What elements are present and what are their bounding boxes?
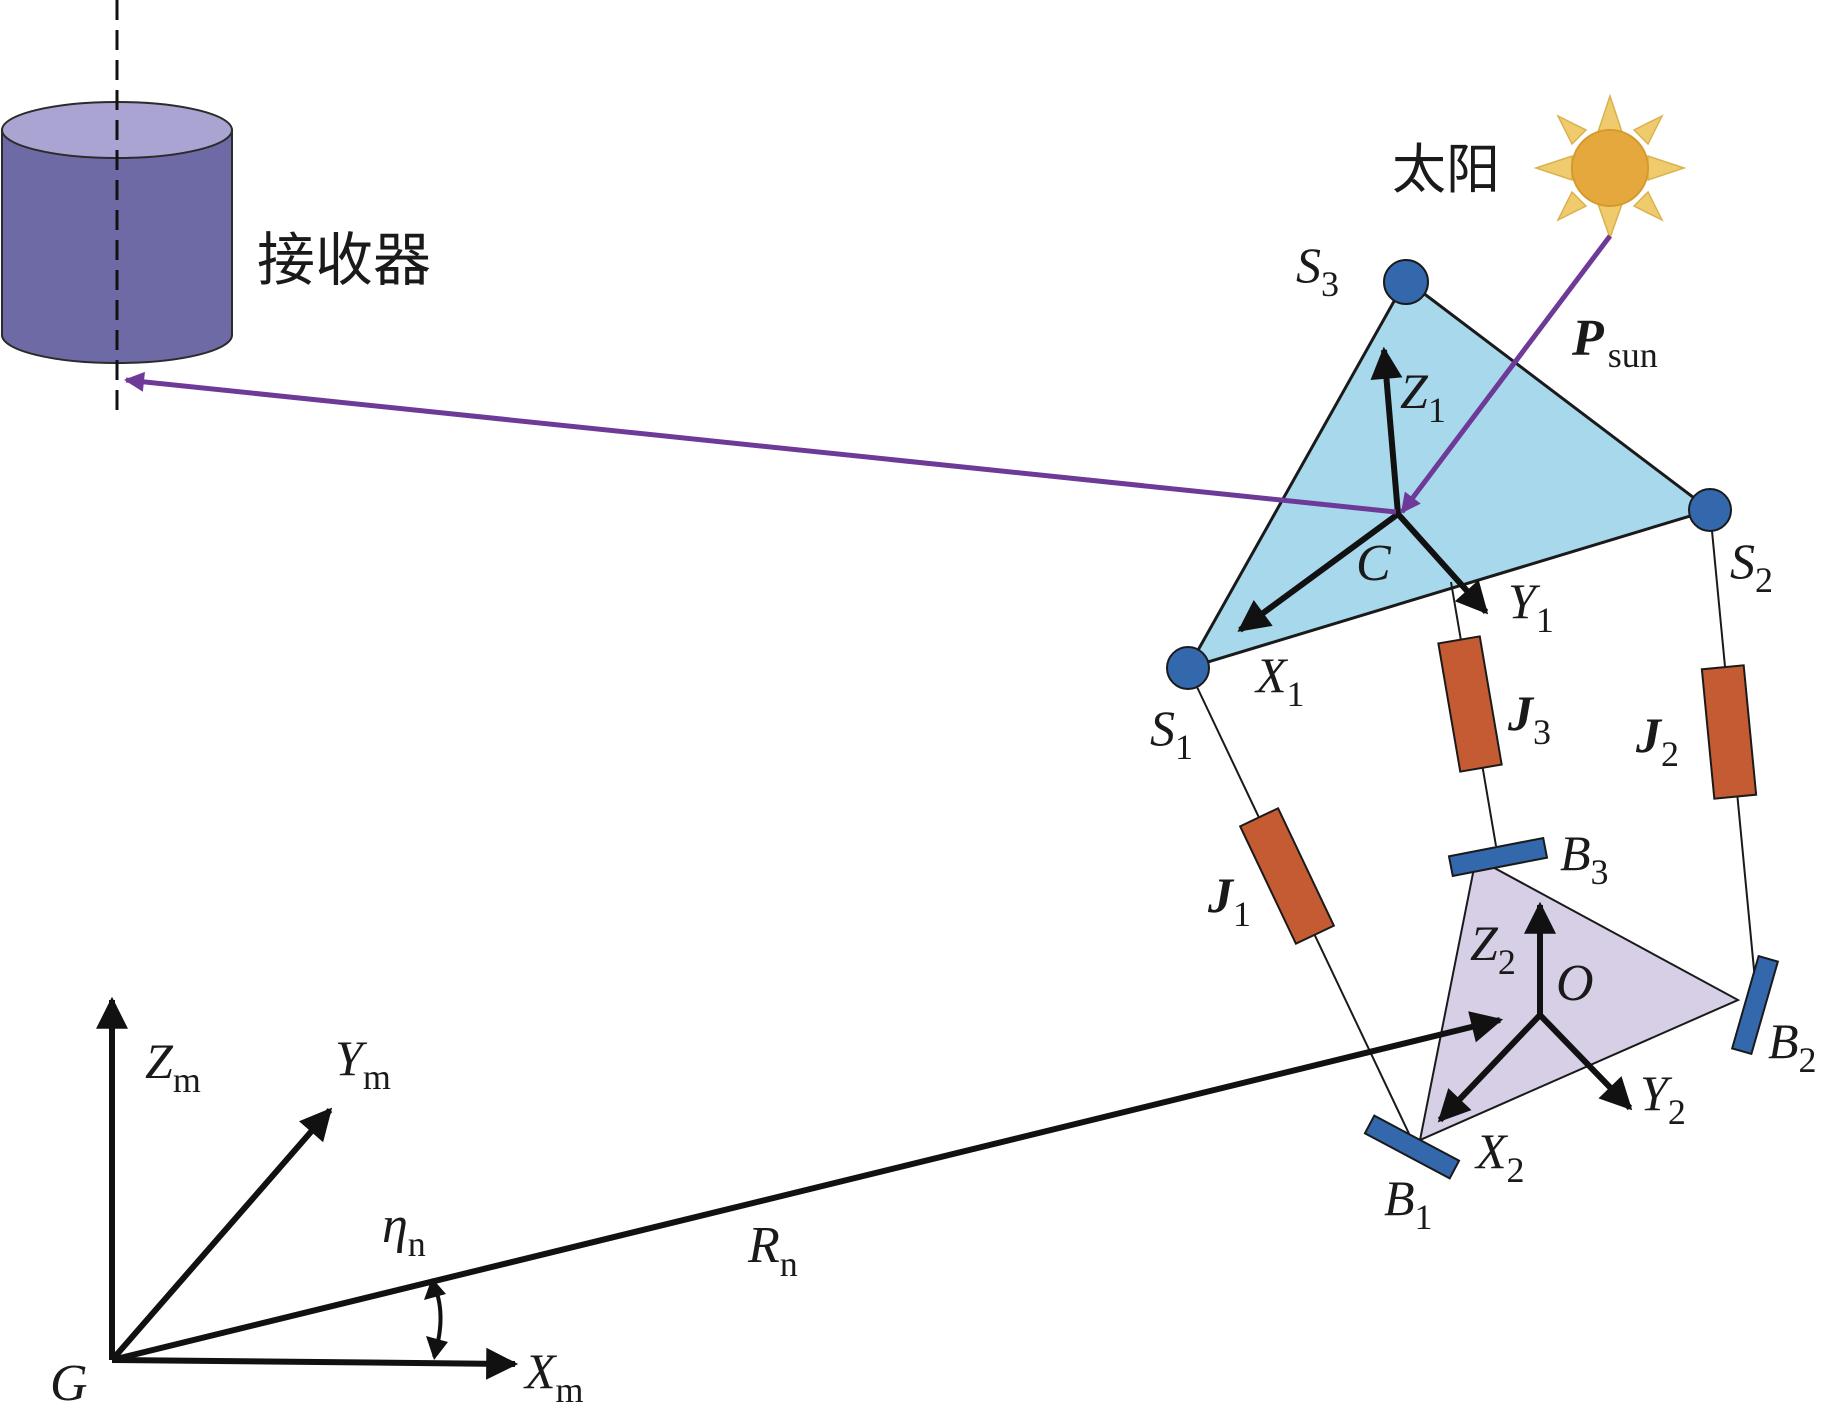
label-ym: Ym — [335, 1030, 391, 1097]
label-j3: J3 — [1507, 685, 1551, 752]
actuator-j2 — [1700, 664, 1758, 800]
bottom-platform — [1418, 856, 1741, 1142]
label-x1: X1 — [1254, 647, 1305, 714]
label-s2: S2 — [1730, 533, 1773, 600]
label-x2: X2 — [1474, 1123, 1525, 1190]
joint-s1 — [1166, 646, 1210, 690]
sun: 太阳 — [1392, 93, 1687, 241]
label-b1: B1 — [1384, 1170, 1433, 1237]
vector-rn — [111, 1011, 1504, 1363]
label-b3: B3 — [1560, 825, 1609, 892]
joint-s2 — [1688, 488, 1732, 532]
base-joints — [1363, 836, 1780, 1180]
actuator-j3 — [1437, 635, 1503, 773]
label-xm: Xm — [523, 1343, 584, 1410]
eta-arrow-top — [424, 1278, 446, 1300]
label-j2: J2 — [1635, 707, 1679, 774]
joint-b2 — [1730, 954, 1780, 1056]
label-zm: Zm — [145, 1033, 201, 1100]
label-o: O — [1556, 955, 1594, 1012]
eta-angle — [424, 1278, 448, 1360]
axis-y2 — [1537, 1012, 1633, 1111]
axis-y1 — [1395, 511, 1489, 615]
sun-label: 太阳 — [1392, 138, 1500, 201]
frame-o-axes — [1437, 901, 1633, 1123]
label-b2: B2 — [1768, 1013, 1817, 1080]
actuators — [1238, 635, 1758, 946]
axis-ym — [109, 1107, 333, 1362]
axis-xm — [111, 1347, 519, 1380]
label-eta: ηn — [382, 1197, 426, 1264]
incident-ray — [1400, 234, 1612, 514]
sun-disc — [1571, 129, 1649, 207]
axis-z1 — [1370, 346, 1403, 515]
axis-x1 — [1237, 511, 1400, 633]
axis-x2 — [1437, 1012, 1543, 1123]
label-c: C — [1356, 535, 1392, 592]
label-z1: Z1 — [1400, 363, 1446, 430]
spherical-joints — [1166, 259, 1732, 690]
frame-c-axes — [1237, 346, 1489, 633]
label-s1: S1 — [1150, 700, 1193, 767]
joint-b1 — [1363, 1114, 1461, 1180]
joint-s3 — [1383, 259, 1429, 305]
label-j1: J1 — [1207, 867, 1251, 934]
label-y2: Y2 — [1640, 1065, 1686, 1132]
reflected-ray — [124, 371, 1397, 515]
label-z2: Z2 — [1470, 915, 1516, 982]
label-y1: Y1 — [1508, 573, 1554, 640]
global-frame — [96, 996, 1504, 1380]
receiver-label: 接收器 — [257, 226, 431, 294]
actuator-j1 — [1238, 806, 1336, 946]
eta-arrow-bottom — [426, 1336, 448, 1360]
label-rn: Rn — [747, 1217, 798, 1284]
receiver: 接收器 — [1, 0, 431, 410]
joint-b3 — [1447, 836, 1549, 878]
label-g: G — [50, 1355, 88, 1412]
label-s3: S3 — [1296, 237, 1339, 304]
